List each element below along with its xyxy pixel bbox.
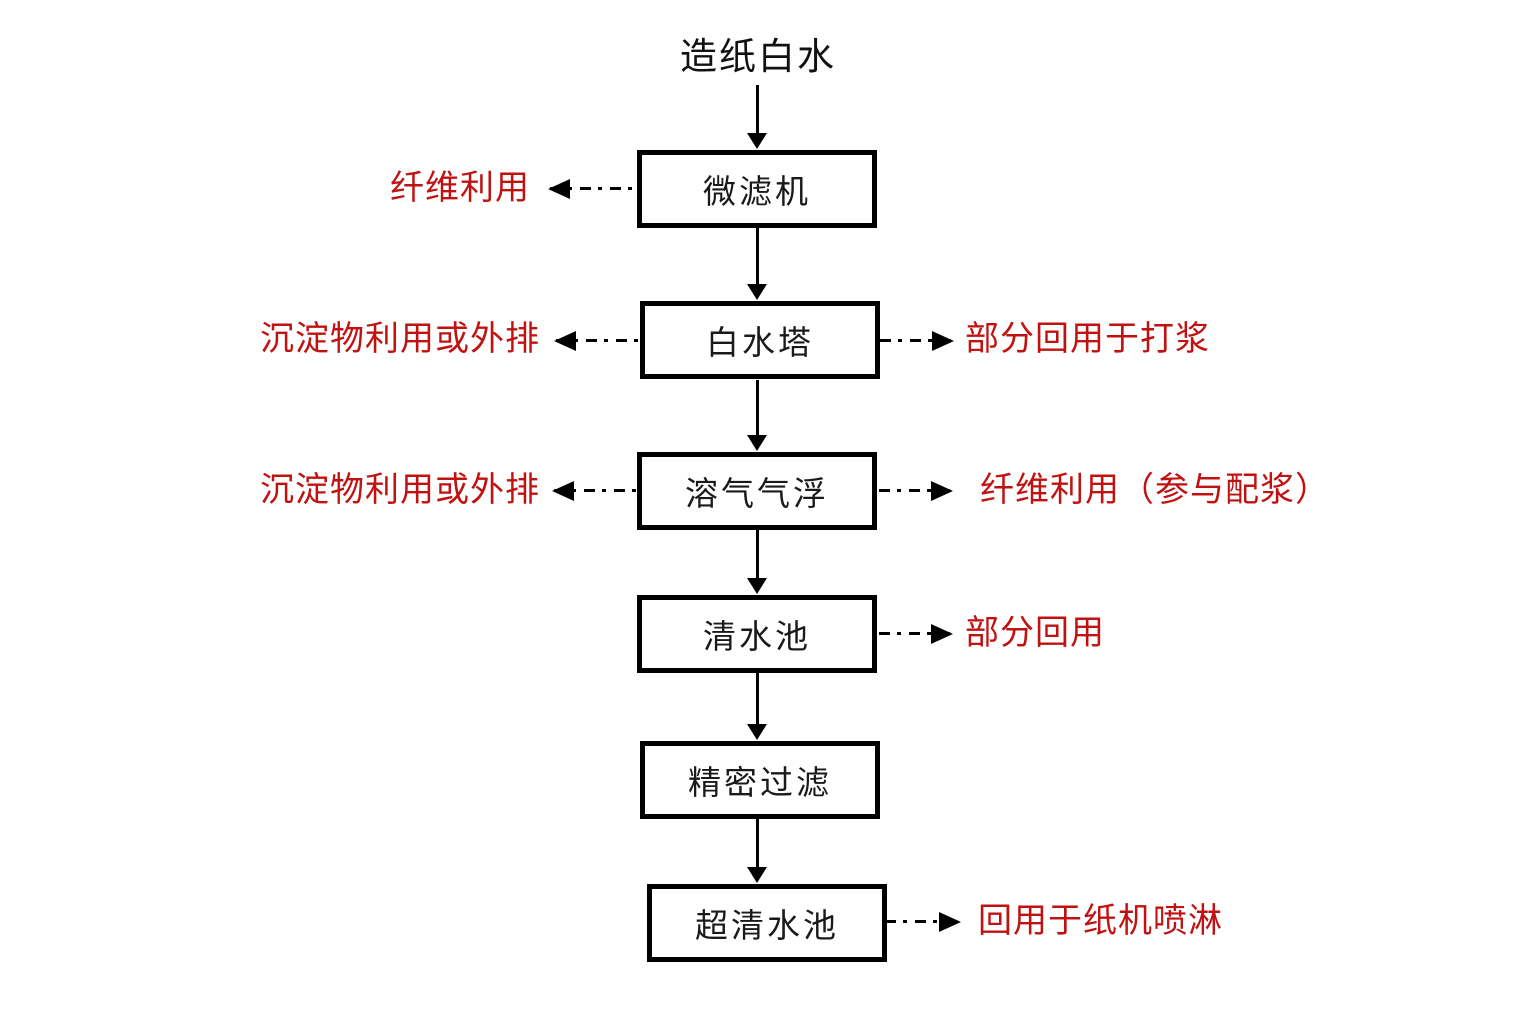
dashed-arrow-fiber-use (550, 187, 637, 190)
dashed-arrow-fiber-use-blending (879, 489, 951, 492)
process-box-air-flotation: 溶气气浮 (637, 452, 877, 530)
source-label: 造纸白水 (680, 37, 836, 78)
dashed-arrow-partial-reuse (879, 632, 951, 635)
flow-arrow-source-to-microfilter (747, 85, 767, 149)
flow-arrow-clearwater-to-filtration (747, 673, 767, 740)
branch-label-sediment-2: 沉淀物利用或外排 (260, 472, 540, 509)
flow-arrow-flotation-to-clearwater (747, 530, 767, 594)
branch-label-sediment-1: 沉淀物利用或外排 (260, 321, 540, 358)
branch-label-fiber-use: 纤维利用 (390, 170, 530, 207)
branch-label-reuse-spray: 回用于纸机喷淋 (978, 903, 1223, 940)
branch-label-reuse-pulping: 部分回用于打浆 (965, 321, 1210, 358)
flow-arrow-filtration-to-ultraclear (747, 819, 767, 883)
dashed-arrow-reuse-spray (885, 920, 959, 923)
dashed-arrow-sediment-2 (554, 489, 637, 492)
flow-arrow-microfilter-to-tower (747, 228, 767, 300)
process-box-whitewater-tower: 白水塔 (640, 301, 880, 379)
branch-label-partial-reuse: 部分回用 (965, 615, 1105, 652)
process-box-ultraclear-pool: 超清水池 (647, 884, 887, 962)
process-box-microfilter: 微滤机 (637, 150, 877, 228)
flow-arrow-tower-to-flotation (747, 380, 767, 451)
branch-label-fiber-use-blending: 纤维利用（参与配浆） (980, 472, 1330, 509)
dashed-arrow-reuse-pulping (880, 339, 952, 342)
dashed-arrow-sediment-1 (556, 339, 640, 342)
process-box-fine-filtration: 精密过滤 (640, 741, 880, 819)
process-box-clearwater-pool: 清水池 (637, 595, 877, 673)
